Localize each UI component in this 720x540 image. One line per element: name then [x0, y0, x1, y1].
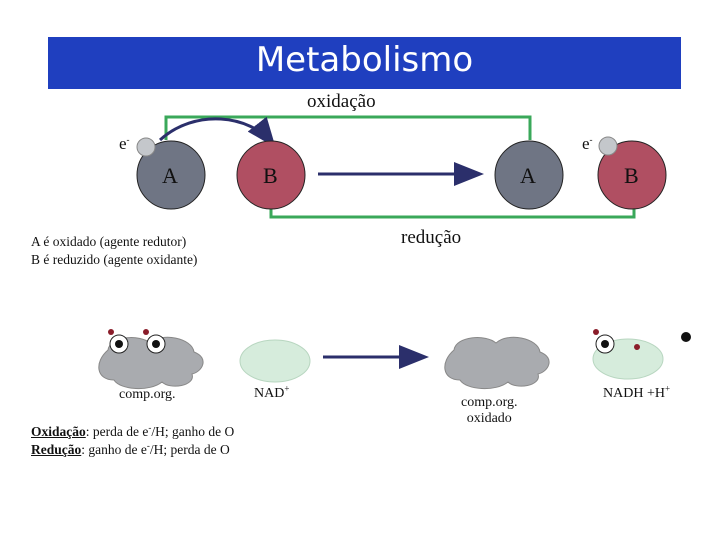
electron-product	[598, 136, 618, 156]
hydrogen-dot-3	[593, 329, 599, 335]
molecule-b-product	[597, 140, 667, 210]
page-title: Metabolismo	[255, 40, 474, 80]
nadh-label: NADH +H+	[603, 383, 671, 401]
oxidized-compound-cloud	[444, 336, 550, 389]
molecule-a-product	[494, 140, 564, 210]
organic-compound-label: comp.org.	[119, 387, 176, 402]
hydrogen-dot-4	[634, 344, 640, 350]
molecule-b-product-label: B	[624, 163, 639, 188]
molecule-a-product-label: A	[520, 163, 536, 188]
nadh-eye-pupil	[601, 340, 609, 348]
hydrogen-dot-1	[108, 329, 114, 335]
electron-label-right: e-	[582, 134, 593, 153]
molecule-a-reactant-label: A	[162, 163, 178, 188]
molecule-b-reactant-label: B	[263, 163, 278, 188]
eye-left-pupil	[115, 340, 123, 348]
title-bar	[48, 37, 681, 89]
molecule-a-reactant	[136, 140, 206, 210]
explanation-line-2: B é reduzido (agente oxidante)	[31, 252, 198, 267]
oxidized-compound-label: comp.org.oxidado	[461, 395, 518, 426]
reduction-bracket	[269, 206, 636, 219]
explanation-line-1: A é oxidado (agente redutor)	[31, 234, 187, 249]
reduction-definition: Redução: ganho de e-/H; perda de O	[31, 440, 230, 457]
electron-transfer-arrow	[158, 116, 276, 148]
oxidation-definition: Oxidação: perda de e-/H; ganho de O	[31, 422, 235, 439]
reduction-label: redução	[401, 227, 462, 248]
oxidation-label: oxidação	[307, 91, 376, 112]
eye-right-pupil	[152, 340, 160, 348]
electron-reactant	[136, 137, 156, 157]
hydrogen-dot-2	[143, 329, 149, 335]
oxidation-bracket	[164, 115, 532, 140]
nad-ellipse	[239, 339, 311, 383]
molecule-b-reactant	[236, 140, 306, 210]
proton-dot	[681, 332, 691, 342]
nad-label: NAD+	[254, 383, 290, 401]
electron-label-left: e-	[119, 134, 130, 153]
